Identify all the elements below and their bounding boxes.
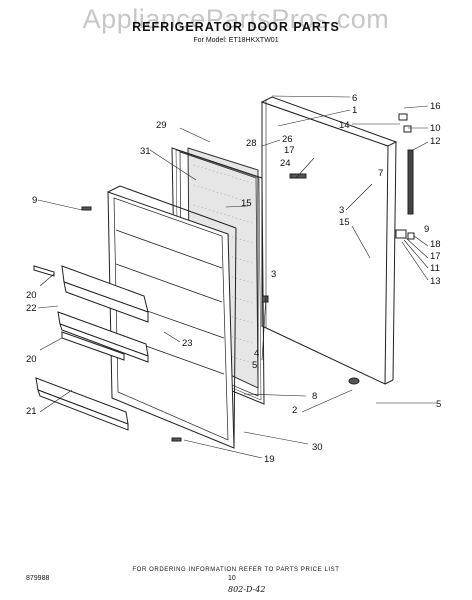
callout-9b: 9: [424, 224, 429, 235]
callout-29: 29: [156, 120, 167, 131]
door-bin-lower: [35, 377, 129, 431]
page-title: REFRIGERATOR DOOR PARTS: [132, 20, 340, 34]
callout-22: 22: [26, 303, 37, 314]
callout-30: 30: [312, 442, 323, 453]
handwritten-note: 802-D-42: [228, 585, 266, 594]
callout-3b: 3: [271, 269, 276, 280]
callout-24: 24: [280, 158, 291, 169]
callout-20b: 20: [26, 354, 37, 365]
callout-31: 31: [140, 146, 151, 157]
callout-4: 4: [254, 348, 259, 359]
hinge-rod: [407, 149, 414, 215]
callout-15b: 15: [339, 217, 350, 228]
callout-8: 8: [312, 391, 317, 402]
callout-26: 26: [282, 134, 293, 145]
callout-labels: 1 2 3 3 4 5 5 6 7 8 9 9 10 11 12 13 14 1…: [26, 93, 441, 465]
door-bin-middle: [57, 311, 149, 363]
callout-11: 11: [430, 263, 440, 274]
model-line: For Model: ET18HKXTW01: [193, 37, 279, 44]
outer-door-panel: [260, 96, 398, 385]
callout-1: 1: [352, 105, 357, 116]
callout-6: 6: [352, 93, 357, 104]
watermark: AppliancePartsPros.com: [82, 4, 390, 34]
door-bin-upper: [61, 265, 149, 323]
callout-9: 9: [32, 195, 37, 206]
callout-17b: 17: [430, 251, 441, 262]
callout-12: 12: [430, 136, 441, 147]
callout-18: 18: [430, 239, 441, 250]
callout-5: 5: [436, 399, 441, 410]
callout-10: 10: [430, 123, 441, 134]
callout-14: 14: [339, 120, 350, 131]
callout-2: 2: [292, 405, 297, 416]
ordering-note: FOR ORDERING INFORMATION REFER TO PARTS …: [132, 567, 340, 573]
callout-17: 17: [284, 145, 295, 156]
callout-16: 16: [430, 101, 441, 112]
callout-21: 21: [26, 406, 37, 417]
shelf-trim: [33, 265, 125, 361]
callout-28: 28: [246, 138, 257, 149]
callout-5b: 5: [252, 360, 257, 371]
page-number: 10: [228, 575, 236, 582]
callout-15: 15: [241, 198, 252, 209]
callout-23: 23: [182, 338, 193, 349]
callout-20: 20: [26, 290, 37, 301]
callout-7: 7: [378, 168, 383, 179]
callout-3: 3: [339, 205, 344, 216]
leader-lines: [37, 95, 436, 459]
door-liner: [107, 185, 237, 449]
drawing-code: 879988: [26, 575, 50, 582]
callout-19: 19: [264, 454, 275, 465]
callout-13: 13: [430, 276, 441, 287]
